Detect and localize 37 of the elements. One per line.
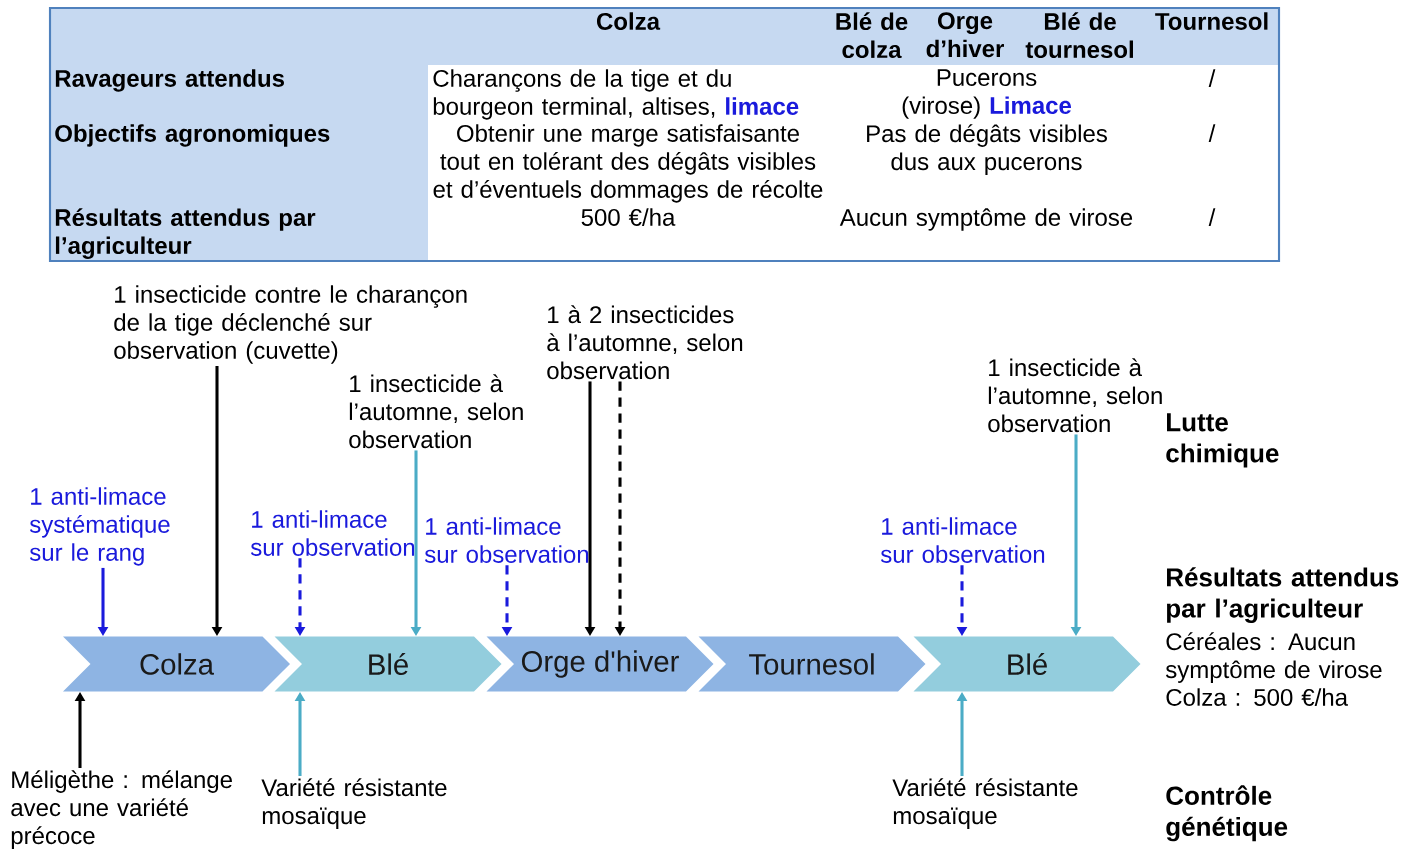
- table-cell: Ravageurs attendus: [50, 65, 428, 120]
- table-cell: 500 €/ha: [581, 208, 676, 226]
- annotation-text: 1 à 2 insecticides à l’automne, selon observation: [547, 305, 743, 380]
- chevron-step: Orge d'hiver: [486, 636, 714, 692]
- annotation-text: Variété résistante mosaïque: [261, 778, 447, 829]
- annotation-text: 1 insecticide contre le charançon de la tige déclenché sur observation (cuvette): [114, 285, 467, 364]
- table-cell: Aucun symptôme de virose: [839, 208, 1133, 231]
- annotation-text: 1 anti-limace systématique sur le rang: [29, 487, 170, 566]
- annotation-text: Méligèthe : mélange avec une variété précoce: [11, 770, 232, 849]
- table-cell: /: [1208, 124, 1216, 142]
- annotation-text: 1 anti-limace sur observation: [424, 517, 589, 563]
- table-cell: Pucerons (virose) Limace: [902, 69, 1072, 119]
- annotation-text: 1 insecticide à l’automne, selon observation: [988, 358, 1162, 433]
- table-cell: Blé de tournesol: [1015, 8, 1145, 65]
- chevron-step: Blé: [913, 636, 1141, 692]
- table-cell: /: [1208, 208, 1216, 226]
- chevron-step: Blé: [274, 636, 502, 692]
- table-cell: Résultats attendus par l’agriculteur: [50, 204, 428, 261]
- table-cell: Charançons de la tige et du bourgeon terminal, altises, limace: [433, 69, 799, 120]
- annotation-text: 1 insecticide à l’automne, selon observation: [349, 374, 523, 449]
- table-cell: Objectifs agronomiques: [50, 120, 428, 204]
- annotation-text: 1 anti-limace sur observation: [880, 517, 1045, 563]
- table-cell: /: [1208, 69, 1216, 87]
- table-cell: Tournesol: [1145, 8, 1279, 65]
- annotation-text: 1 anti-limace sur observation: [250, 510, 415, 556]
- note-text: Céréales : Aucun symptôme de virose: [1165, 632, 1382, 683]
- table-cell: Blé de colza: [828, 8, 915, 65]
- table-cell: Obtenir une marge satisfaisante tout en tolérant des dégâts visibles et d’éventuels dommages de récolte: [433, 124, 823, 203]
- chevron-step: Tournesol: [698, 636, 926, 692]
- section-heading: Lutte chimique: [1166, 413, 1279, 468]
- note-text: Colza : 500 €/ha: [1166, 688, 1348, 706]
- annotation-text: Variété résistante mosaïque: [892, 778, 1078, 829]
- table-cell: Pas de dégâts visibles dus aux pucerons: [867, 124, 1107, 175]
- table-cell: Orge d’hiver: [915, 8, 1015, 65]
- chevron-step: Colza: [63, 636, 290, 692]
- section-heading: Contrôle génétique: [1166, 785, 1288, 842]
- section-heading: Résultats attendus par l’agriculteur: [1167, 567, 1399, 623]
